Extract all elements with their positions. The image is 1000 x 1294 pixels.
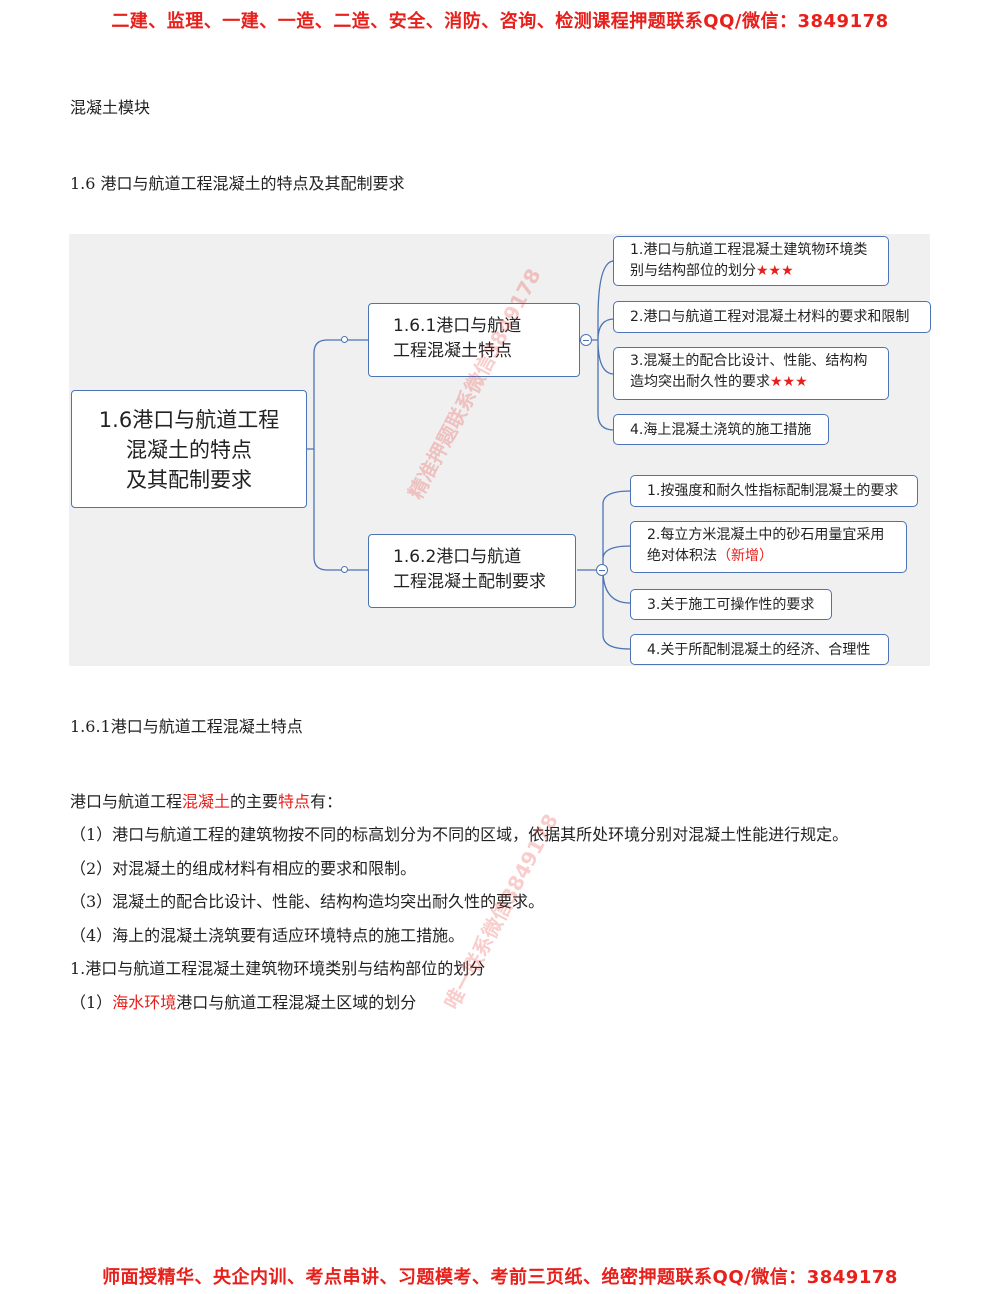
leaf-1-2-line-1: 2.港口与航道工程对混凝土材料的要求和限制 — [630, 309, 910, 325]
leaf-2-3-line-1: 3.关于施工可操作性的要求 — [647, 597, 815, 613]
leaf-1-4: 4.海上混凝土浇筑的施工措施 — [613, 414, 829, 445]
point-heading: 1.港口与航道工程混凝土建筑物环境类别与结构部位的划分 — [70, 959, 486, 978]
point-sub-highlight: 海水环境 — [112, 993, 177, 1012]
connector-root-branch1 — [307, 339, 345, 450]
header-banner: 二建、监理、一建、一造、二造、安全、消防、咨询、检测课程押题联系QQ/微信：38… — [111, 11, 889, 32]
branch2-node: 1.6.2港口与航道 工程混凝土配制要求 — [368, 534, 576, 608]
branch2-line-1: 1.6.2港口与航道 — [393, 547, 522, 567]
branch2-line-2: 工程混凝土配制要求 — [393, 572, 546, 592]
list-item: （1）港口与航道工程的建筑物按不同的标高划分为不同的区域，依据其所处环境分别对混… — [70, 825, 849, 844]
root-line-3: 及其配制要求 — [126, 468, 252, 492]
list-item: （3）混凝土的配合比设计、性能、结构构造均突出耐久性的要求。 — [70, 892, 545, 911]
point-sub-text: 港口与航道工程混凝土区域的划分 — [176, 993, 417, 1012]
intro-paragraph: 港口与航道工程混凝土的主要特点有： — [70, 788, 342, 812]
branch1-joint-dot — [341, 336, 348, 343]
leaf-1-1-line-1: 1.港口与航道工程混凝土建筑物环境类 — [630, 242, 868, 258]
leaf-1-3: 3.混凝土的配合比设计、性能、结构构 造均突出耐久性的要求★★★ — [613, 347, 889, 400]
branch1-node: 1.6.1港口与航道 工程混凝土特点 — [368, 303, 580, 377]
leaf-1-1-line-2: 别与结构部位的划分 — [630, 263, 756, 279]
leaf-1-3-line-1: 3.混凝土的配合比设计、性能、结构构 — [630, 353, 868, 369]
star-rating: ★★★ — [756, 263, 794, 279]
branch1-collapse-toggle[interactable] — [580, 334, 592, 346]
connector-branch2-leaves — [577, 490, 631, 650]
subsection-title: 1.6.1港口与航道工程混凝土特点 — [70, 717, 303, 736]
leaf-2-1: 1.按强度和耐久性指标配制混凝土的要求 — [630, 475, 918, 507]
point-subheading: （1）海水环境港口与航道工程混凝土区域的划分 — [70, 989, 416, 1013]
leaf-2-3: 3.关于施工可操作性的要求 — [630, 589, 832, 620]
point-sub-prefix: （1） — [70, 993, 113, 1012]
leaf-2-4-line-1: 4.关于所配制混凝土的经济、合理性 — [647, 642, 871, 658]
root-line-1: 1.6港口与航道工程 — [98, 408, 280, 432]
branch1-line-2: 工程混凝土特点 — [393, 341, 512, 361]
intro-text-1: 港口与航道工程 — [70, 792, 183, 811]
leaf-2-2-line-2: 绝对体积法 — [647, 548, 717, 564]
leaf-2-2: 2.每立方米混凝土中的砂石用量宜采用 绝对体积法（新增） — [630, 521, 907, 573]
branch1-line-1: 1.6.1港口与航道 — [393, 316, 522, 336]
star-rating: ★★★ — [770, 374, 808, 390]
list-item: （2）对混凝土的组成材料有相应的要求和限制。 — [70, 859, 417, 878]
list-item: （4）海上的混凝土浇筑要有适应环境特点的施工措施。 — [70, 926, 465, 945]
leaf-2-2-line-1: 2.每立方米混凝土中的砂石用量宜采用 — [647, 527, 885, 543]
intro-text-2: 的主要 — [230, 792, 279, 811]
intro-highlight-concrete: 混凝土 — [182, 792, 231, 811]
intro-text-3: 有： — [310, 792, 343, 811]
leaf-1-3-line-2: 造均突出耐久性的要求 — [630, 374, 770, 390]
branch2-collapse-toggle[interactable] — [596, 564, 608, 576]
leaf-1-2: 2.港口与航道工程对混凝土材料的要求和限制 — [613, 301, 931, 333]
mind-map: 1.6港口与航道工程 混凝土的特点 及其配制要求 1.6.1港口与航道 工程混凝… — [69, 234, 931, 666]
leaf-2-1-line-1: 1.按强度和耐久性指标配制混凝土的要求 — [647, 483, 899, 499]
leaf-1-1: 1.港口与航道工程混凝土建筑物环境类 别与结构部位的划分★★★ — [613, 236, 889, 286]
root-node: 1.6港口与航道工程 混凝土的特点 及其配制要求 — [71, 390, 307, 508]
branch2-joint-dot — [341, 566, 348, 573]
footer-banner: 师面授精华、央企内训、考点串讲、习题模考、考前三页纸、绝密押题联系QQ/微信：3… — [102, 1267, 898, 1288]
leaf-1-4-line-1: 4.海上混凝土浇筑的施工措施 — [630, 422, 812, 438]
module-title: 混凝土模块 — [70, 98, 151, 117]
intro-highlight-features: 特点 — [278, 792, 311, 811]
new-badge: （新增） — [717, 548, 773, 564]
section-title: 1.6 港口与航道工程混凝土的特点及其配制要求 — [70, 174, 405, 193]
root-line-2: 混凝土的特点 — [126, 438, 252, 462]
leaf-2-4: 4.关于所配制混凝土的经济、合理性 — [630, 634, 889, 665]
connector-root-branch2 — [313, 449, 345, 571]
